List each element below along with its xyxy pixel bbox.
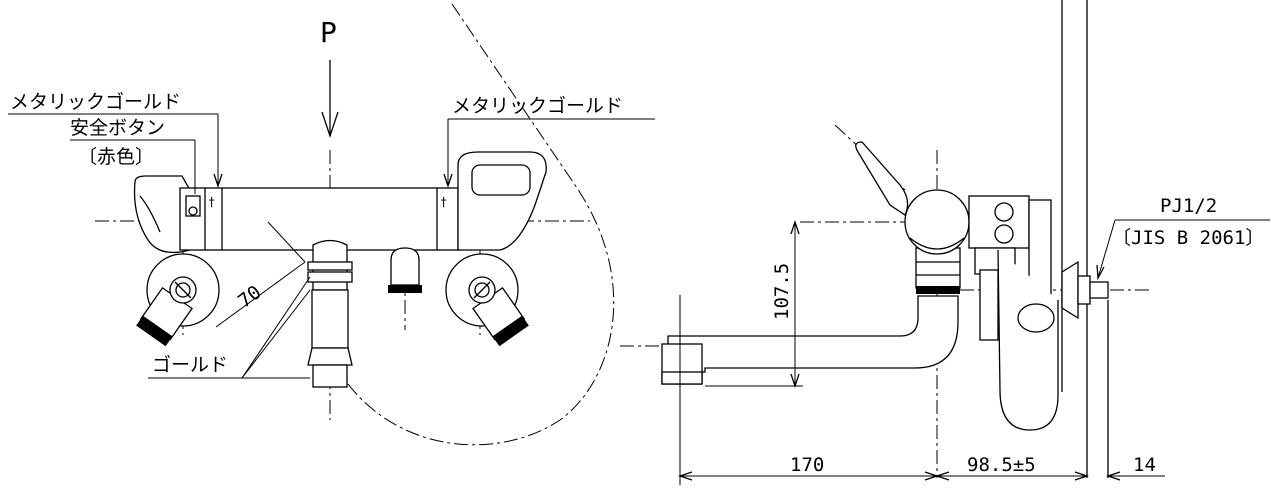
view-arrow-head — [321, 111, 339, 139]
spout-height-dimension: 107.5 — [771, 263, 793, 320]
left-temperature-handle — [133, 175, 191, 254]
label-standard: 〔JIS B 2061〕 — [1112, 227, 1264, 249]
wall-offset-dimension: 98.5±5 — [967, 454, 1036, 476]
spout-pipe — [667, 295, 959, 373]
inlet-loop — [997, 249, 1059, 431]
label-safety-button: 安全ボタン — [70, 117, 165, 139]
metallic-mark-left: † — [208, 195, 215, 209]
inlet-union — [1017, 303, 1055, 333]
right-flow-handle — [457, 151, 547, 251]
spout-outlet — [312, 364, 348, 388]
label-metallic-gold-left: メタリックゴールド — [10, 91, 181, 113]
handle-spacing-dimension: 70 — [234, 281, 266, 312]
inlet-stem — [979, 269, 999, 341]
swing-arc — [344, 3, 615, 446]
spout-tube — [311, 289, 349, 349]
diverter-cap — [390, 247, 420, 286]
label-pipe-thread: PJ1/2 — [1160, 195, 1217, 217]
spout-reach-dimension: 170 — [790, 454, 824, 476]
safety-button — [185, 195, 201, 217]
side-view: 107.5 170 98.5±5 14 PJ1/2 〔JIS B 2061〕 — [620, 0, 1270, 485]
left-handle-ridge — [139, 195, 161, 233]
thread-length-dimension: 14 — [1133, 454, 1156, 476]
label-red-color: 〔赤色〕 — [78, 146, 154, 168]
metallic-mark-right: † — [440, 195, 447, 209]
label-gold: ゴールド — [152, 354, 228, 376]
thread-end — [1089, 281, 1109, 299]
wall-flange — [1061, 260, 1079, 320]
handle-grip-window — [471, 164, 531, 196]
handle-spacing-dimension-line — [215, 261, 306, 328]
front-view: P † † — [8, 3, 655, 446]
valve-body — [904, 189, 970, 255]
view-label: P — [320, 16, 337, 49]
lever-handle — [855, 141, 909, 216]
label-metallic-gold-right: メタリックゴールド — [452, 95, 623, 117]
